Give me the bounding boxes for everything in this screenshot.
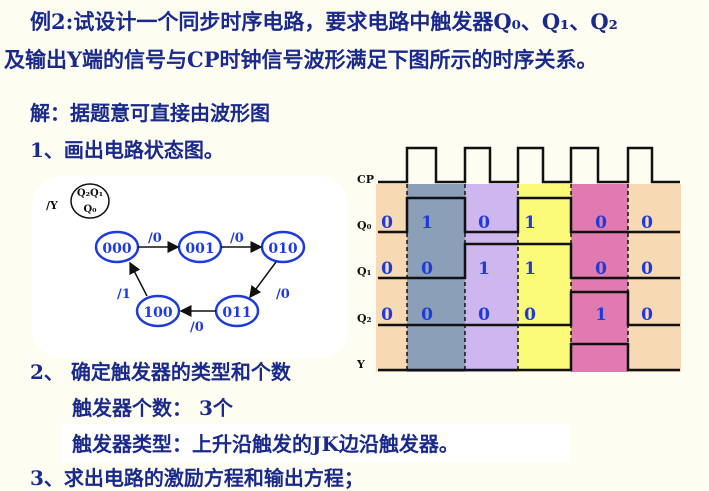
transition-label-011-100: /0 (190, 320, 204, 335)
problem-title-line2: 及输出Y端的信号与CP时钟信号波形满足下图所示的时序关系。 (4, 47, 598, 72)
legend-q0-label: Q₀ (83, 204, 97, 215)
q1-value: 0 (421, 259, 433, 279)
state-label-100: 100 (143, 305, 172, 321)
q0-value: 1 (524, 213, 536, 233)
state-label-011: 011 (222, 305, 251, 321)
problem-text-line1: 试设计一个同步时序电路，要求电路中触发器Q₀、Q₁、Q₂ (73, 9, 618, 34)
q0-value: 0 (381, 213, 393, 233)
legend-q2q1-label: Q₂Q₁ (77, 188, 103, 199)
problem-title-line1: 例2:试设计一个同步时序电路，要求电路中触发器Q₀、Q₁、Q₂ (30, 6, 618, 36)
state-label-000: 000 (102, 241, 131, 257)
example-label: 例2: (30, 9, 74, 34)
q1-value: 1 (478, 259, 490, 279)
q2-value: 0 (478, 305, 490, 325)
count-value: 3个 (198, 396, 233, 420)
q0-value: 0 (595, 213, 607, 233)
step1-heading: 1、画出电路状态图。 (30, 138, 224, 162)
waveform-q0 (378, 196, 680, 234)
transition-arrow-010-011 (249, 261, 277, 299)
q1-value: 1 (524, 259, 536, 279)
transition-label-010-011: /0 (276, 287, 290, 302)
state-diagram: /Y Q₂Q₁ Q₀ 000 001 010 011 100 /0 /0 /0 … (46, 183, 306, 335)
signal-label-y: Y (356, 358, 365, 371)
solution-intro: 解：据题意可直接由波形图 (30, 101, 270, 125)
q0-value: 0 (641, 213, 653, 233)
count-label: 触发器个数： (72, 396, 192, 420)
timing-diagram: CP Q₀ Q₁ Q₂ Y 0 1 0 1 0 0 0 0 1 1 0 0 0 (356, 146, 681, 372)
q2-value: 0 (641, 305, 653, 325)
state-values: 0 1 0 1 0 0 0 0 1 1 0 0 0 0 0 0 1 0 (381, 213, 653, 325)
signal-label-cp: CP (357, 173, 374, 186)
legend-output-label: /Y (46, 199, 58, 212)
q1-value: 0 (641, 259, 653, 279)
signal-label-q2: Q₂ (357, 312, 372, 325)
state-node-100 (135, 294, 181, 328)
transition-label-100-000: /1 (117, 287, 131, 302)
period-band-3 (518, 184, 571, 372)
step2-heading: 2、 确定触发器的类型和个数 (30, 360, 291, 384)
q2-value: 0 (524, 305, 536, 325)
waveform-q2 (378, 290, 680, 327)
period-band-2 (465, 184, 518, 372)
type-highlight-box (62, 424, 570, 462)
flipflop-count: 触发器个数： 3个 (72, 392, 233, 421)
waveform-q1 (378, 242, 680, 280)
state-label-010: 010 (268, 241, 297, 257)
legend-node (70, 183, 110, 219)
q1-value: 0 (381, 259, 393, 279)
transition-label-000-001: /0 (148, 231, 162, 246)
signal-labels: CP Q₀ Q₁ Q₂ Y (356, 173, 374, 371)
signal-label-q0: Q₀ (357, 219, 372, 232)
waveform-y (378, 342, 680, 372)
signal-label-q1: Q₁ (357, 265, 372, 278)
q0-value: 0 (478, 213, 490, 233)
state-label-001: 001 (185, 241, 214, 257)
q0-value: 1 (421, 213, 433, 233)
transition-arrow-100-000 (129, 261, 148, 297)
q1-value: 0 (595, 259, 607, 279)
step3-heading: 3、求出电路的激励方程和输出方程； (30, 466, 364, 490)
transition-label-001-010: /0 (230, 231, 244, 246)
q2-value: 1 (595, 305, 607, 325)
flipflop-type: 触发器类型：上升沿触发的JK边沿触发器。 (72, 432, 459, 456)
q2-value: 0 (381, 305, 393, 325)
q2-value: 0 (421, 305, 433, 325)
waveform-cp (378, 146, 680, 184)
